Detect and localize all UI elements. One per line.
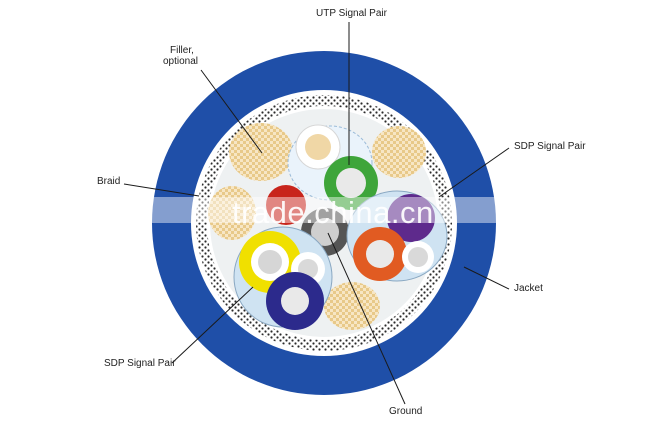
filler-bottom [324, 282, 380, 330]
leader-braid [123, 183, 200, 197]
leader-sdp-left [171, 286, 254, 364]
label-sdp-signal-pair-left: SDP Signal Pair [104, 358, 176, 369]
utp-conductor-green-core [336, 168, 366, 198]
sdp-left-navy-core [281, 287, 309, 315]
sdp-right-white-core [408, 247, 428, 267]
leader-sdp-right [438, 147, 510, 198]
red-conductor [266, 185, 306, 225]
leader-ground [327, 232, 406, 405]
label-braid: Braid [97, 176, 121, 187]
watermark-band [143, 197, 498, 223]
sdp-right-purple [387, 194, 435, 242]
label-filler-line2: optional [163, 56, 199, 67]
filler-left [208, 186, 256, 240]
filler-top-right [372, 126, 426, 178]
label-sdp-signal-pair-right: SDP Signal Pair [514, 141, 586, 152]
label-jacket: Jacket [514, 283, 543, 294]
sdp-left-yellow-wire [258, 250, 282, 274]
sdp-right-orange-core [366, 240, 394, 268]
label-utp-signal-pair: UTP Signal Pair [316, 8, 387, 19]
leader-jacket [463, 266, 510, 290]
leader-filler [200, 69, 263, 154]
watermark: trade.china.cn [232, 195, 434, 230]
ground-conductor-core [311, 218, 339, 246]
label-ground: Ground [389, 406, 423, 417]
utp-conductor-white-core [305, 134, 331, 160]
label-filler-line1: Filler, [170, 45, 194, 56]
